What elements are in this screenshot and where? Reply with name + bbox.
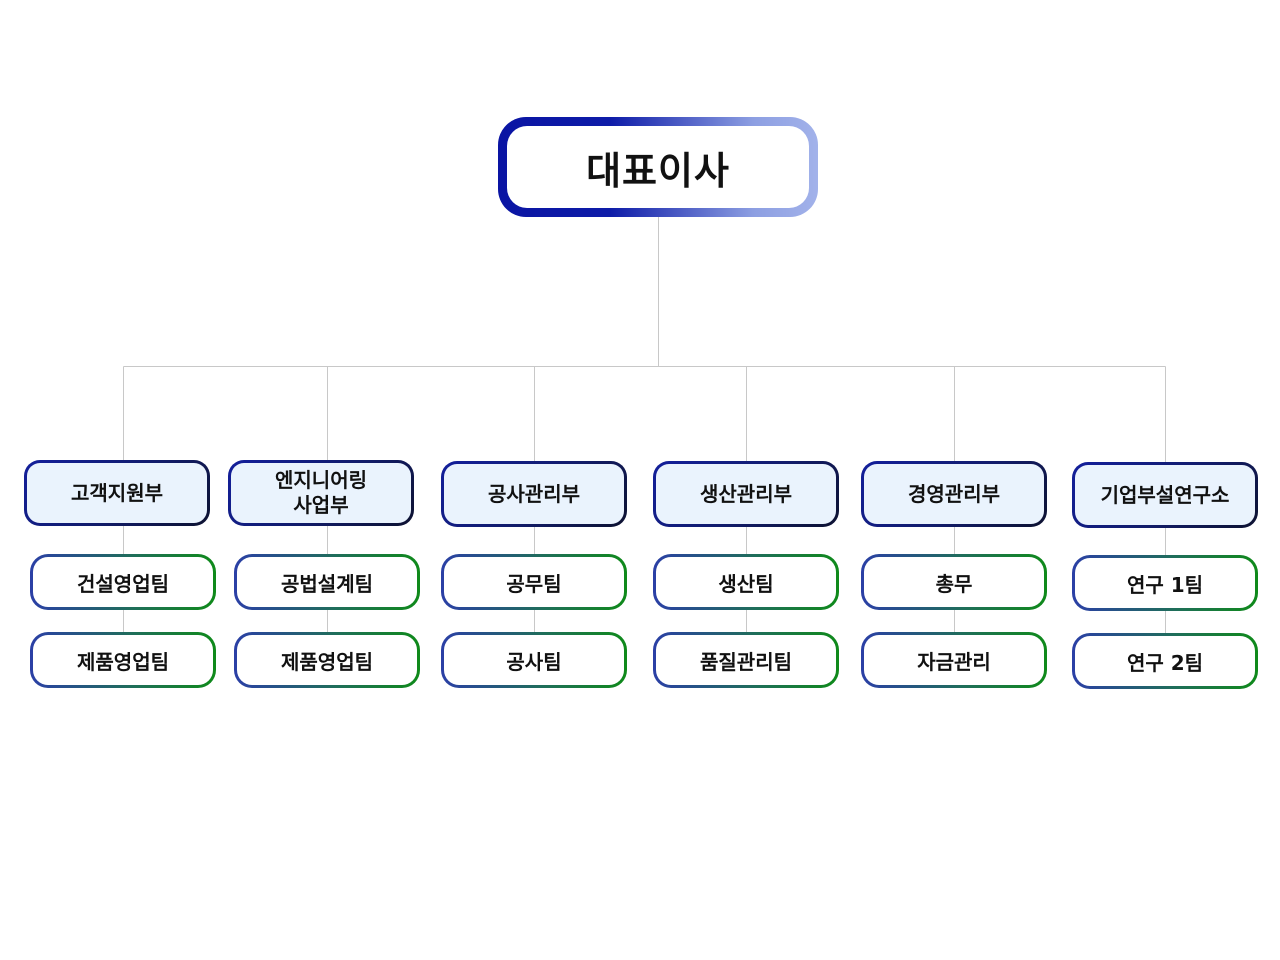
team-node-body: 연구 1팀 bbox=[1075, 558, 1255, 608]
node-ceo-body: 대표이사 bbox=[507, 126, 809, 208]
team-node-4-1[interactable]: 자금관리 bbox=[861, 632, 1047, 688]
team-label: 공법설계팀 bbox=[281, 571, 373, 596]
dept-node-body: 엔지니어링 사업부 bbox=[231, 463, 411, 523]
team-node-body: 공무팀 bbox=[444, 557, 624, 607]
team-node-body: 제품영업팀 bbox=[33, 635, 213, 685]
team-node-4-0[interactable]: 총무 bbox=[861, 554, 1047, 610]
dept-node-0[interactable]: 고객지원부 bbox=[24, 460, 210, 526]
dept-label: 경영관리부 bbox=[908, 481, 1000, 506]
dept-label: 엔지니어링 사업부 bbox=[275, 468, 367, 517]
dept-node-1[interactable]: 엔지니어링 사업부 bbox=[228, 460, 414, 526]
dept-node-5[interactable]: 기업부설연구소 bbox=[1072, 462, 1258, 528]
team-node-3-0[interactable]: 생산팀 bbox=[653, 554, 839, 610]
dept-node-body: 고객지원부 bbox=[27, 463, 207, 523]
dept-label: 고객지원부 bbox=[71, 480, 163, 505]
team-node-body: 연구 2팀 bbox=[1075, 636, 1255, 686]
team-node-body: 공사팀 bbox=[444, 635, 624, 685]
dept-node-3[interactable]: 생산관리부 bbox=[653, 461, 839, 527]
team-label: 공사팀 bbox=[506, 649, 562, 674]
team-label: 건설영업팀 bbox=[77, 571, 169, 596]
team-label: 총무 bbox=[935, 571, 973, 596]
team-label: 자금관리 bbox=[917, 649, 991, 674]
team-node-body: 제품영업팀 bbox=[237, 635, 417, 685]
dept-node-body: 기업부설연구소 bbox=[1075, 465, 1255, 525]
team-node-2-1[interactable]: 공사팀 bbox=[441, 632, 627, 688]
dept-label: 공사관리부 bbox=[488, 481, 580, 506]
team-label: 생산팀 bbox=[718, 571, 774, 596]
dept-node-body: 생산관리부 bbox=[656, 464, 836, 524]
team-node-body: 품질관리팀 bbox=[656, 635, 836, 685]
team-node-5-1[interactable]: 연구 2팀 bbox=[1072, 633, 1258, 689]
team-label: 품질관리팀 bbox=[700, 649, 792, 674]
dept-node-4[interactable]: 경영관리부 bbox=[861, 461, 1047, 527]
team-node-body: 자금관리 bbox=[864, 635, 1044, 685]
team-node-0-0[interactable]: 건설영업팀 bbox=[30, 554, 216, 610]
team-node-body: 총무 bbox=[864, 557, 1044, 607]
dept-node-body: 경영관리부 bbox=[864, 464, 1044, 524]
dept-node-2[interactable]: 공사관리부 bbox=[441, 461, 627, 527]
team-node-5-0[interactable]: 연구 1팀 bbox=[1072, 555, 1258, 611]
team-label: 연구 2팀 bbox=[1126, 650, 1204, 675]
node-ceo[interactable]: 대표이사 bbox=[498, 117, 818, 217]
team-node-0-1[interactable]: 제품영업팀 bbox=[30, 632, 216, 688]
node-ceo-label: 대표이사 bbox=[586, 148, 730, 193]
team-node-1-1[interactable]: 제품영업팀 bbox=[234, 632, 420, 688]
dept-label: 생산관리부 bbox=[700, 481, 792, 506]
team-node-1-0[interactable]: 공법설계팀 bbox=[234, 554, 420, 610]
dept-node-body: 공사관리부 bbox=[444, 464, 624, 524]
team-node-3-1[interactable]: 품질관리팀 bbox=[653, 632, 839, 688]
team-label: 제품영업팀 bbox=[281, 649, 373, 674]
team-label: 공무팀 bbox=[506, 571, 562, 596]
team-label: 연구 1팀 bbox=[1126, 572, 1204, 597]
team-node-2-0[interactable]: 공무팀 bbox=[441, 554, 627, 610]
dept-label: 기업부설연구소 bbox=[1100, 482, 1230, 507]
team-node-body: 생산팀 bbox=[656, 557, 836, 607]
team-node-body: 건설영업팀 bbox=[33, 557, 213, 607]
team-label: 제품영업팀 bbox=[77, 649, 169, 674]
team-node-body: 공법설계팀 bbox=[237, 557, 417, 607]
